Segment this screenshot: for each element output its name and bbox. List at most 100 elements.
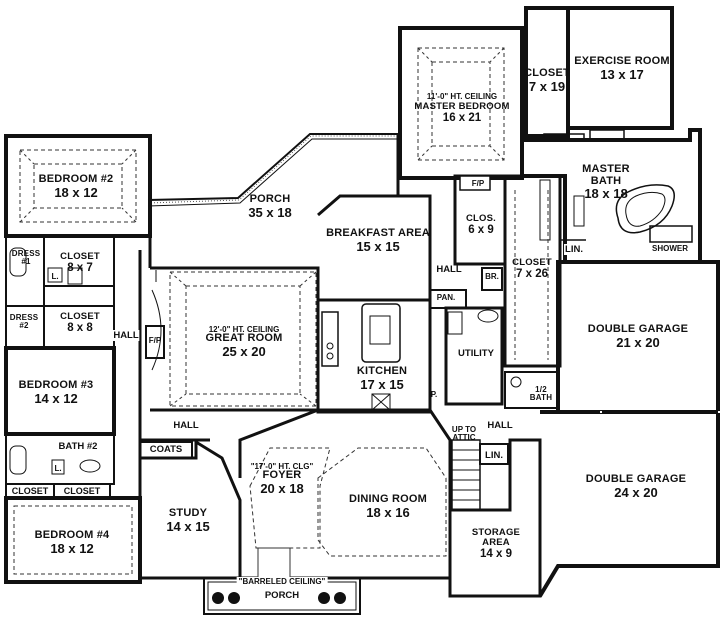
bedroom3-dims: 14 x 12	[34, 390, 78, 406]
closet-top-name: CLOSET	[524, 67, 570, 79]
closet-mid-dims: 7 x 26	[516, 267, 548, 280]
master-bedroom-label: MASTER BEDROOM 16 x 21	[414, 102, 509, 124]
double-garage-1-label: DOUBLE GARAGE 21 x 20	[587, 323, 689, 350]
master-bath-label: MASTER BATH 18 x 18	[582, 163, 630, 202]
bath2-label: BATH #2	[58, 441, 98, 452]
closet-top-dims: 7 x 19	[528, 78, 566, 94]
closet-left-b-tag: CLOSET	[63, 486, 101, 496]
bedroom4-label: BEDROOM #4 18 x 12	[34, 529, 110, 556]
bedroom4-tray	[13, 505, 133, 575]
bedroom3-label: BEDROOM #3 14 x 12	[18, 379, 94, 406]
closet-mid-label: CLOSET 7 x 26	[512, 258, 552, 280]
dining-name: DINING ROOM	[349, 493, 427, 505]
study-walls	[138, 439, 242, 580]
hall-center-tag: HALL	[173, 420, 199, 431]
closet-8x8-label: CLOSET 8 x 8	[60, 312, 100, 334]
closet-8x7-name: CLOSET	[60, 251, 100, 262]
dress2-label: DRESS #2	[9, 313, 39, 331]
porch-rear-label: PORCH 35 x 18	[248, 193, 292, 220]
bedroom2-label: BEDROOM #2 18 x 12	[38, 173, 114, 200]
master-bedroom-ceiling: 11'-0" HT. CEILING	[426, 92, 498, 101]
great-room-label: GREAT ROOM 25 x 20	[206, 332, 283, 359]
study-label: STUDY 14 x 15	[166, 507, 210, 534]
double-garage-1-name: DOUBLE GARAGE	[587, 323, 689, 335]
master-bath-name-2: BATH	[590, 174, 622, 187]
dress1-line1: DRESS	[11, 249, 41, 258]
clos-dims: 6 x 9	[468, 223, 494, 236]
breakfast-label: BREAKFAST AREA 15 x 15	[326, 227, 430, 254]
kitchen-name: KITCHEN	[356, 365, 408, 377]
storage-name-2: AREA	[482, 536, 510, 548]
br-tag: BR.	[485, 272, 499, 281]
closet-8x8-name: CLOSET	[60, 311, 100, 322]
up-to-attic-tag-1: UP TO	[451, 425, 477, 434]
exercise-room-dims: 13 x 17	[600, 66, 644, 82]
hall-garage-tag: HALL	[487, 420, 513, 431]
breakfast-name: BREAKFAST AREA	[326, 227, 430, 239]
half-bath-line2: BATH	[529, 393, 553, 403]
l2-tag: L.	[54, 464, 62, 473]
utility-tag: UTILITY	[458, 348, 494, 359]
bedroom2-name: BEDROOM #2	[38, 173, 114, 185]
kitchen-island	[361, 303, 401, 363]
kitchen-dims: 17 x 15	[360, 376, 404, 392]
closet-mid-name: CLOSET	[512, 257, 552, 268]
great-room-tray	[169, 271, 317, 407]
foyer-walls	[238, 408, 452, 578]
foyer-name: FOYER	[262, 469, 302, 481]
porch-columns	[212, 592, 346, 604]
great-room-walls	[150, 266, 320, 412]
bedroom2-dims: 18 x 12	[54, 184, 98, 200]
breakfast-dims: 15 x 15	[356, 238, 400, 254]
exercise-room-label: EXERCISE ROOM 13 x 17	[574, 55, 670, 82]
lin-stair-tag: LIN.	[485, 450, 503, 461]
dress2-line1: DRESS	[9, 313, 39, 322]
clos-label: CLOS. 6 x 9	[466, 214, 496, 236]
bedroom4-name: BEDROOM #4	[34, 529, 110, 541]
up-to-attic-tag-2: ATTIC	[452, 433, 476, 442]
storage-dims: 14 x 9	[480, 547, 512, 560]
dining-dims: 18 x 16	[366, 504, 410, 520]
study-name: STUDY	[168, 507, 208, 519]
closet-top-label: CLOSET 7 x 19	[524, 67, 570, 94]
master-bedroom-tray	[417, 47, 505, 161]
bedroom4-dims: 18 x 12	[50, 540, 94, 556]
master-bath-dims: 18 x 18	[584, 186, 628, 202]
double-garage-2-label: DOUBLE GARAGE 24 x 20	[585, 473, 687, 500]
exercise-room-walls	[566, 6, 674, 130]
dress1-walls	[5, 235, 45, 307]
coats-tag: COATS	[149, 444, 183, 455]
storage-name-1: STORAGE	[471, 527, 521, 538]
kitchen-label: KITCHEN 17 x 15	[356, 365, 408, 392]
dining-label: DINING ROOM 18 x 16	[349, 493, 427, 520]
garage2-walls	[538, 410, 720, 598]
l1-tag: L.	[51, 272, 59, 281]
bedroom3-name: BEDROOM #3	[18, 379, 94, 391]
double-garage-2-dims: 24 x 20	[614, 484, 658, 500]
storage-walls	[448, 438, 542, 598]
pan-tag: PAN.	[436, 293, 456, 302]
fp-great-tag: F/P	[148, 336, 162, 345]
master-bedroom-dims: 16 x 21	[442, 111, 482, 124]
study-dims: 14 x 15	[166, 518, 210, 534]
great-room-dims: 25 x 20	[222, 343, 266, 359]
foyer-ceiling: "17'-0" HT. CLG"	[250, 462, 314, 471]
porch-rear-dims: 35 x 18	[248, 204, 292, 220]
porch-rear-name: PORCH	[249, 193, 291, 205]
clos-name: CLOS.	[465, 213, 497, 224]
storage-label: STORAGE AREA 14 x 9	[472, 528, 520, 560]
closet-left-a-tag: CLOSET	[11, 486, 49, 496]
porch-front-label: PORCH	[264, 590, 300, 601]
porch-front-ceiling: "BARRELED CEILING"	[236, 577, 328, 586]
half-bath-label: 1/2 BATH	[529, 385, 553, 403]
closet-8x7-dims: 8 x 7	[67, 261, 93, 274]
double-garage-1-dims: 21 x 20	[616, 334, 660, 350]
foyer-tray	[249, 447, 331, 549]
master-bath-walls	[522, 128, 702, 264]
fp-master-tag: F/P	[471, 179, 485, 188]
closet-8x8-dims: 8 x 8	[67, 321, 93, 334]
great-room-ceiling: 12'-0" HT. CEILING	[208, 325, 280, 334]
foyer-label: FOYER 20 x 18	[260, 469, 303, 495]
double-garage-2-name: DOUBLE GARAGE	[585, 473, 687, 485]
